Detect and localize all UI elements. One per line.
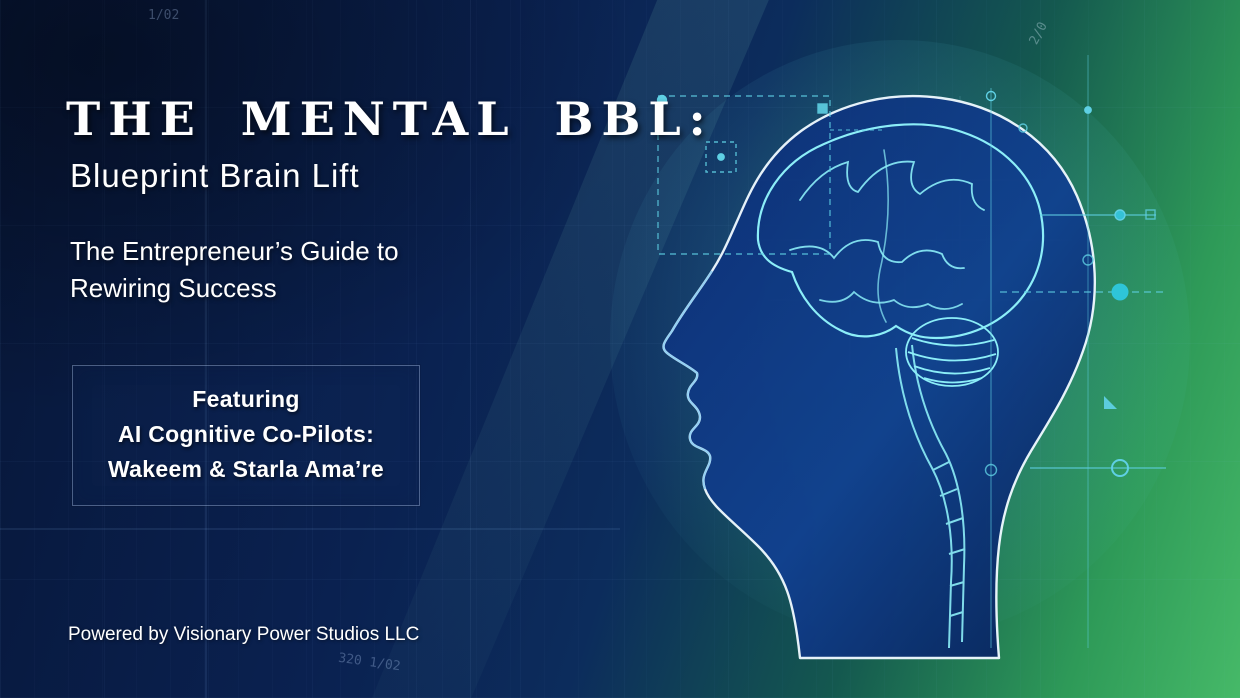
blueprint-accent-line [0,528,620,530]
blueprint-accent-line [470,0,471,698]
face-rim-light [662,270,713,490]
featuring-names: Wakeem & Starla Ama’re [108,456,384,482]
blueprint-annotation-label: 320 1/02 [337,650,402,675]
blueprint-annotations [656,55,1166,648]
tagline: The Entrepreneur’s Guide to Rewiring Suc… [70,233,399,307]
blueprint-accent-line [205,0,207,698]
brain-blueprint-illustration [610,40,1190,660]
footer-credit: Powered by Visionary Power Studios LLC [68,624,420,645]
brain-stem [895,344,966,649]
cerebellum [905,317,999,387]
tagline-line-1: The Entrepreneur’s Guide to [70,236,399,266]
tagline-line-2: Rewiring Success [70,273,277,303]
featuring-copilots: AI Cognitive Co-Pilots: [117,421,375,447]
brain-outline [756,123,1045,340]
featuring-box: Featuring AI Cognitive Co-Pilots: Wakeem… [72,365,420,506]
blueprint-annotation-label: 1/02 [148,8,180,23]
page-title: THE MENTAL BBL: [66,92,714,146]
subtitle: Blueprint Brain Lift [70,157,360,194]
featuring-heading: Featuring [192,386,300,412]
